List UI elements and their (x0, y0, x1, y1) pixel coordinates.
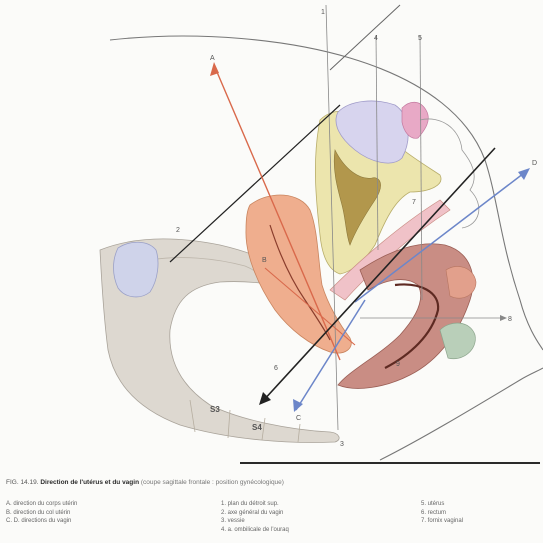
marker-a: A (210, 55, 215, 62)
vertebra-s3: S3 (210, 405, 220, 414)
figure-legend: A. direction du corps utérin B. directio… (6, 500, 536, 534)
marker-5: 5 (418, 35, 422, 42)
legend-item: 4. a. ombilicale de l'ouraq (221, 526, 421, 535)
marker-7: 7 (412, 199, 416, 206)
pubic-symphysis (114, 242, 159, 297)
legend-column-2: 1. plan du détroit sup. 2. axe général d… (221, 500, 421, 534)
marker-b: B (262, 257, 267, 264)
legend-column-3: 5. utérus 6. rectum 7. fornix vaginal (421, 500, 536, 534)
legend-item: 7. fornix vaginal (421, 517, 536, 526)
legend-item: 1. plan du détroit sup. (221, 500, 421, 509)
figure-subtitle: (coupe sagittale frontale : position gyn… (141, 479, 284, 486)
figure-number: FIG. 14.19. (6, 479, 39, 486)
body-outline-lower (380, 368, 543, 460)
marker-4: 4 (374, 35, 378, 42)
axis-d-arrowhead (518, 168, 530, 180)
marker-d: D (532, 160, 537, 167)
legend-item: B. direction du col utérin (6, 509, 221, 518)
legend-item: 3. vessie (221, 517, 421, 526)
marker-9: 9 (396, 361, 400, 368)
pelvis-sagittal-diagram: A B C D S3 S4 1 2 3 4 5 6 7 8 9 (0, 0, 543, 470)
legend-item: 6. rectum (421, 509, 536, 518)
legend-item: 5. utérus (421, 500, 536, 509)
figure-title: Direction de l'utérus et du vagin (40, 479, 139, 486)
anal-canal (440, 323, 475, 359)
legend-item: A. direction du corps utérin (6, 500, 221, 509)
vertebra-s4: S4 (252, 423, 262, 432)
figure-caption: FIG. 14.19. Direction de l'utérus et du … (6, 478, 536, 487)
marker-2: 2 (176, 227, 180, 234)
caption-rule (240, 462, 540, 464)
legend-item: 2. axe général du vagin (221, 509, 421, 518)
legend-column-1: A. direction du corps utérin B. directio… (6, 500, 221, 534)
diagonal-line-top (330, 5, 400, 70)
horizontal-arrowhead (500, 315, 507, 321)
marker-6: 6 (274, 365, 278, 372)
marker-1: 1 (321, 9, 325, 16)
marker-3: 3 (340, 441, 344, 448)
marker-c: C (296, 415, 301, 422)
legend-item: C. D. directions du vagin (6, 517, 221, 526)
marker-8: 8 (508, 316, 512, 323)
